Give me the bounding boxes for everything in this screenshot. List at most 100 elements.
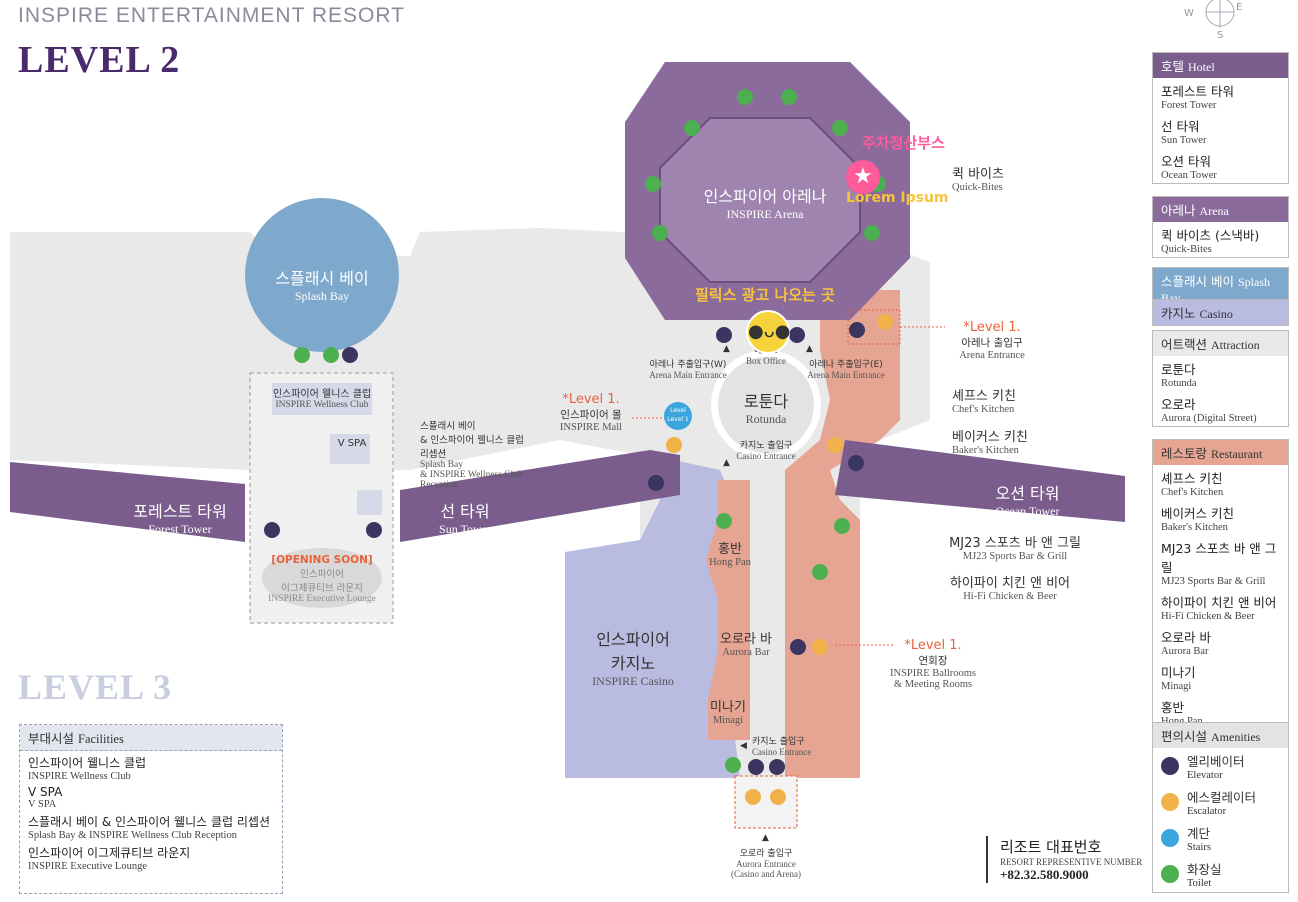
- mascot-icon[interactable]: ●ᴗ●: [746, 310, 790, 354]
- legend-arena-header[interactable]: 아레나 Arena: [1153, 197, 1288, 222]
- toilet-icon[interactable]: [323, 347, 339, 363]
- elevator-icon[interactable]: [849, 322, 865, 338]
- toilet-icon[interactable]: [294, 347, 310, 363]
- sun-tower-area: [400, 450, 680, 542]
- legend-item[interactable]: 퀵 바이츠 (스낵바)Quick-Bites: [1161, 228, 1260, 255]
- toilet-icon[interactable]: [834, 518, 850, 534]
- item-label-en: INSPIRE Executive Lounge: [28, 861, 147, 872]
- restaurant-west-area: [706, 480, 750, 740]
- elevator-icon[interactable]: [716, 327, 732, 343]
- phone-label-en: RESORT REPRESENTIVE NUMBER: [1000, 857, 1143, 867]
- legend-casino[interactable]: 카지노 Casino: [1152, 299, 1289, 326]
- arena-entrance-w-label[interactable]: 아레나 주출입구(W)Arena Main Entrance: [649, 360, 727, 380]
- legend-attraction-header[interactable]: 어트랙션 Attraction: [1153, 331, 1288, 356]
- legend-restaurant-header[interactable]: 레스토랑 Restaurant: [1153, 440, 1288, 465]
- toilet-icon[interactable]: [725, 757, 741, 773]
- splash-bay-area: [245, 198, 399, 352]
- legend-amenities-header[interactable]: 편의시설 Amenities: [1153, 723, 1288, 748]
- elevator-icon[interactable]: [790, 639, 806, 655]
- toilet-icon[interactable]: [832, 120, 848, 136]
- toilet-icon[interactable]: [812, 564, 828, 580]
- toilet-icon[interactable]: [645, 176, 661, 192]
- elevator-icon[interactable]: [264, 522, 280, 538]
- item-label-ko: V SPA: [28, 785, 63, 799]
- toilet-icon[interactable]: [652, 225, 668, 241]
- elevator-icon[interactable]: [769, 759, 785, 775]
- toilet-icon[interactable]: [737, 89, 753, 105]
- ad-note: 필릭스 광고 나오는 곳: [695, 286, 835, 304]
- elevator-icon[interactable]: [789, 327, 805, 343]
- level-3-tab[interactable]: LEVEL 3: [18, 667, 173, 707]
- executive-lounge-label[interactable]: [OPENING SOON] 인스파이어 이그제큐티브 라운지 INSPIRE …: [268, 554, 376, 604]
- level1-arena-entrance-label[interactable]: *Level 1. 아레나 출입구 Arena Entrance: [959, 320, 1025, 361]
- star-icon[interactable]: ★: [846, 160, 880, 194]
- item-label-ko: MJ23 스포츠 바 앤 그릴: [1161, 541, 1277, 575]
- escalator-icon[interactable]: [745, 789, 761, 805]
- toilet-icon[interactable]: [716, 513, 732, 529]
- escalator-icon[interactable]: [666, 437, 682, 453]
- resort-phone: 리조트 대표번호 RESORT REPRESENTIVE NUMBER +82.…: [986, 836, 1142, 883]
- ocean-tower-area: [835, 440, 1125, 522]
- phone-number[interactable]: +82.32.580.9000: [1000, 867, 1089, 882]
- elevator-icon[interactable]: [342, 347, 358, 363]
- arena-entrance-e-label[interactable]: 아레나 주출입구(E)Arena Main Entrance: [807, 360, 885, 380]
- elevator-icon[interactable]: [848, 455, 864, 471]
- escalator-icon[interactable]: [812, 639, 828, 655]
- reception-label[interactable]: 스플래시 베이 & 인스파이어 웰니스 클럽 리셉션 Splash Bay & …: [420, 421, 524, 490]
- toilet-icon[interactable]: [864, 225, 880, 241]
- toilet-icon[interactable]: [684, 120, 700, 136]
- level1-ballroom-label[interactable]: *Level 1. 연회장 INSPIRE Ballrooms & Meetin…: [889, 638, 977, 690]
- elevator-icon[interactable]: [648, 475, 664, 491]
- escalator-icon[interactable]: [770, 789, 786, 805]
- escalator-icon[interactable]: [827, 437, 843, 453]
- elevator-icon[interactable]: [366, 522, 382, 538]
- level1-mall-label[interactable]: *Level 1. 인스파이어 몰 INSPIRE Mall: [559, 392, 623, 433]
- v-spa-label[interactable]: V SPA: [337, 438, 367, 449]
- legend-hotel-header[interactable]: 호텔 Hotel: [1153, 53, 1288, 78]
- toilet-icon[interactable]: [781, 89, 797, 105]
- escalator-icon[interactable]: [877, 314, 893, 330]
- elevator-icon[interactable]: [748, 759, 764, 775]
- item-label-ko: 엘리베이터: [1187, 754, 1245, 769]
